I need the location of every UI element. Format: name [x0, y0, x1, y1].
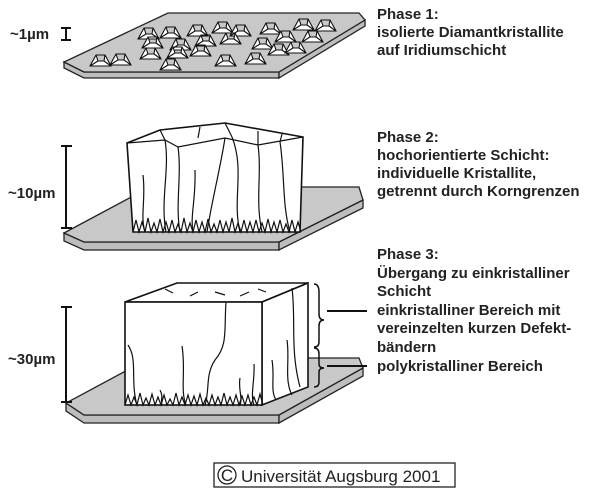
phase1-line: isolierte Diamantkristallite: [377, 24, 564, 41]
copyright-symbol: C: [221, 466, 233, 485]
phase1-crystallites: [89, 18, 337, 71]
crystallite: [189, 44, 212, 57]
crystallite: [219, 32, 242, 45]
crystallite: [109, 53, 132, 66]
phase1-line: auf Iridiumschicht: [377, 42, 506, 59]
phase1-title: Phase 1:: [377, 6, 439, 23]
crystallite: [214, 54, 237, 67]
phase3-label-monocrystalline: einkristalliner Bereich mit: [377, 302, 560, 319]
phase1-scale-label: ~1µm: [10, 26, 49, 43]
phase3-label-polycrystalline: polykristalliner Bereich: [377, 358, 543, 375]
phase3-illustration: [64, 281, 364, 425]
crystallite: [267, 43, 290, 56]
phase3-line: Übergang zu einkristalliner: [377, 265, 570, 282]
crystallite: [89, 54, 112, 67]
phase2-illustration: [62, 122, 364, 252]
crystallite: [274, 30, 297, 43]
phase1-description: Phase 1: isolierte Diamantkristallite au…: [377, 6, 564, 59]
phase2-scale-label: ~10µm: [8, 185, 55, 202]
phase3-line: bändern: [377, 339, 436, 356]
crystallite: [211, 21, 234, 34]
crystallite: [139, 47, 162, 60]
crystallite: [166, 46, 189, 59]
phase2-line: getrennt durch Korngrenzen: [377, 183, 580, 200]
crystallite: [244, 52, 267, 65]
phase3-scale-bar: [61, 306, 72, 403]
phase3-line: vereinzelten kurzen Defekt-: [377, 320, 571, 337]
phase2-description: Phase 2: hochorientierte Schicht: indivi…: [377, 129, 580, 200]
phase1-illustration: [62, 12, 366, 80]
crystallite: [186, 24, 209, 37]
phase3-description: Phase 3: Übergang zu einkristalliner Sch…: [377, 246, 571, 375]
phase3-title: Phase 3:: [377, 246, 439, 263]
crystallite: [292, 18, 315, 31]
crystallite: [194, 34, 217, 47]
phase3-right-face: [261, 281, 309, 407]
phase2-line: hochorientierte Schicht:: [377, 147, 550, 164]
phase3-front-face: [124, 301, 263, 406]
crystallite: [259, 22, 282, 35]
copyright-text: Universität Augsburg 2001: [241, 467, 440, 486]
crystallite: [137, 27, 160, 40]
phase1-scale-bar: [61, 27, 71, 41]
copyright-icon: [217, 465, 237, 485]
phase3-line: Schicht: [377, 283, 431, 300]
copyright-notice: C Universität Augsburg 2001: [213, 462, 456, 488]
phase2-title: Phase 2:: [377, 129, 439, 146]
phase3-scale-label: ~30µm: [8, 351, 55, 368]
phase2-line: individuelle Kristallite,: [377, 165, 536, 182]
crystallite: [159, 58, 182, 71]
phase2-scale-bar: [61, 145, 72, 229]
phase3-braces: [313, 283, 367, 388]
crystallite: [141, 36, 164, 49]
crystallite: [301, 30, 324, 43]
crystallite: [251, 37, 274, 50]
crystallite: [284, 41, 307, 54]
crystallite: [159, 26, 182, 39]
crystallite: [314, 19, 337, 32]
